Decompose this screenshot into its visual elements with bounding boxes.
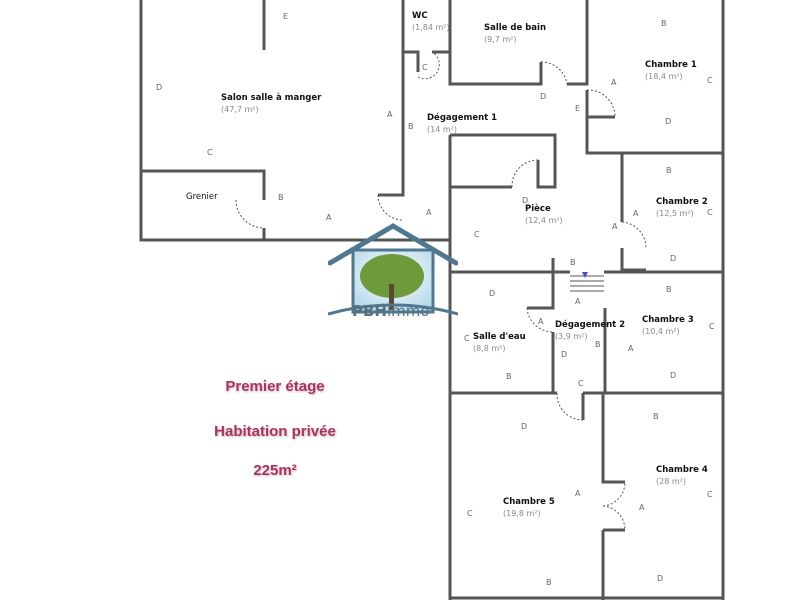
- caption-area: 225m²: [253, 462, 297, 479]
- wall-label: C: [578, 379, 584, 388]
- room-name: Salle d'eau: [473, 332, 526, 342]
- wall-label: A: [612, 222, 618, 231]
- room-piece: Pièce (12,4 m²): [525, 203, 563, 227]
- room-salle-d-eau: Salle d'eau (8,8 m²): [473, 331, 526, 355]
- wall-label: C: [707, 490, 713, 499]
- wall-label: B: [666, 166, 672, 175]
- wall-label: B: [666, 285, 672, 294]
- brand-light: immo: [386, 302, 430, 320]
- room-chambre-3: Chambre 3 (10,4 m²): [642, 314, 694, 338]
- room-name: Dégagement 2: [555, 320, 626, 330]
- wall-label: A: [628, 344, 634, 353]
- wall-label: D: [521, 422, 528, 431]
- room-area: (28 m²): [656, 477, 686, 486]
- room-chambre-2: Chambre 2 (12,5 m²): [656, 196, 708, 220]
- room-area: (1,84 m²): [412, 23, 450, 32]
- wall-label: C: [707, 76, 713, 85]
- wall-label: E: [283, 12, 289, 21]
- wall-label: A: [575, 489, 581, 498]
- wall-label: B: [546, 578, 552, 587]
- wall-label: A: [387, 110, 393, 119]
- wall-label: A: [538, 317, 544, 326]
- room-area: (14 m²): [427, 125, 457, 134]
- wall-label: A: [326, 213, 332, 222]
- room-name: Salle de bain: [484, 23, 547, 33]
- wall-label: B: [570, 258, 576, 267]
- wall-label: D: [156, 83, 163, 92]
- room-chambre-4: Chambre 4 (28 m²): [656, 464, 708, 488]
- wall-label: B: [661, 19, 667, 28]
- wall-label: D: [489, 289, 496, 298]
- room-area: (8,8 m²): [473, 344, 506, 353]
- room-name: Dégagement 1: [427, 113, 498, 123]
- room-chambre-5: Chambre 5 (19,8 m²): [503, 496, 555, 520]
- wall-label: B: [408, 122, 414, 131]
- room-name: Chambre 3: [642, 315, 694, 325]
- wall-label: B: [278, 193, 284, 202]
- wall-label: D: [670, 371, 677, 380]
- room-wc: WC (1,84 m²): [412, 10, 450, 34]
- wall-label: D: [670, 254, 677, 263]
- room-name: Chambre 4: [656, 465, 708, 475]
- wall-label: D: [657, 574, 664, 583]
- room-chambre-1: Chambre 1 (18,4 m²): [645, 59, 697, 83]
- wall-label: A: [575, 297, 581, 306]
- room-grenier: Grenier: [186, 191, 218, 203]
- wall-label: D: [522, 196, 529, 205]
- wall-label: A: [426, 208, 432, 217]
- wall-label: C: [467, 509, 473, 518]
- room-salon: Salon salle à manger (47,7 m²): [221, 92, 321, 116]
- room-area: (47,7 m²): [221, 105, 259, 114]
- room-area: (12,5 m²): [656, 209, 694, 218]
- wall-label: E: [575, 104, 581, 113]
- wall-label: C: [207, 148, 213, 157]
- caption-usage: Habitation privée: [214, 423, 336, 440]
- room-name: WC: [412, 11, 428, 21]
- room-name: Chambre 1: [645, 60, 697, 70]
- caption-floor: Premier étage: [225, 378, 325, 395]
- wall-label: A: [611, 78, 617, 87]
- room-name: Salon salle à manger: [221, 93, 322, 103]
- wall-label: C: [709, 322, 715, 331]
- room-name: Chambre 5: [503, 497, 555, 507]
- room-degagement-1: Dégagement 1 (14 m²): [427, 112, 497, 136]
- wall-label: A: [633, 209, 639, 218]
- wall-label: A: [639, 503, 645, 512]
- room-area: (19,8 m²): [503, 509, 541, 518]
- room-area: (18,4 m²): [645, 72, 683, 81]
- house-tree-logo: [328, 223, 458, 316]
- room-area: (12,4 m²): [525, 216, 563, 225]
- room-salle-de-bain: Salle de bain (9,7 m²): [484, 22, 546, 46]
- wall-label: C: [422, 63, 428, 72]
- brand-bold: PBH: [352, 302, 387, 320]
- wall-label: D: [540, 92, 547, 101]
- room-name: Grenier: [186, 192, 218, 202]
- wall-label: D: [665, 117, 672, 126]
- wall-label: B: [595, 340, 601, 349]
- room-name: Chambre 2: [656, 197, 708, 207]
- wall-label: B: [506, 372, 512, 381]
- room-degagement-2: Dégagement 2 (3,9 m²): [555, 319, 625, 343]
- wall-label: C: [474, 230, 480, 239]
- wall-label: C: [707, 208, 713, 217]
- room-name: Pièce: [525, 204, 551, 214]
- brand-logo-text: PBHimmo: [352, 302, 430, 320]
- wall-label: C: [464, 334, 470, 343]
- wall-label: B: [653, 412, 659, 421]
- room-area: (3,9 m²): [555, 332, 588, 341]
- room-area: (10,4 m²): [642, 327, 680, 336]
- room-area: (9,7 m²): [484, 35, 517, 44]
- wall-label: D: [561, 350, 568, 359]
